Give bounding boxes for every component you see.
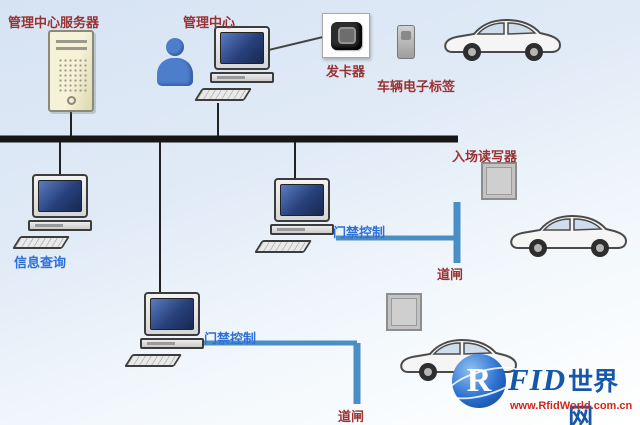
computer-case — [270, 224, 334, 235]
keyboard — [12, 236, 71, 249]
computer-case — [28, 220, 92, 231]
door-control-2-label: 门禁控制 — [204, 331, 257, 346]
door-control-1-computer-icon — [250, 178, 342, 258]
card-issuer-icon — [322, 13, 370, 58]
operator-person-icon — [157, 38, 193, 88]
monitor — [144, 292, 200, 336]
door-control-1-label: 门禁控制 — [333, 225, 386, 240]
keyboard — [254, 240, 313, 253]
issuer-pad — [338, 27, 356, 44]
keyboard — [194, 88, 253, 101]
person-torso — [157, 58, 193, 86]
screen — [150, 298, 194, 330]
person-head — [166, 38, 184, 56]
car-icon-top — [444, 18, 562, 61]
card-issuer-label: 发卡器 — [326, 64, 366, 79]
car-icon-middle — [510, 214, 628, 257]
logo-globe-icon: R — [443, 354, 525, 408]
screen — [280, 184, 324, 216]
server-power-button — [67, 96, 76, 105]
monitor — [274, 178, 330, 222]
entrance-reader-icon — [481, 162, 517, 200]
logo-url: www.RfidWorld.com.cn — [510, 400, 633, 412]
server-label: 管理中心服务器 — [8, 15, 100, 30]
entrance-reader-label: 入场读写器 — [452, 149, 518, 164]
logo-name-cjk: 世界网 — [568, 368, 619, 425]
computer-case — [140, 338, 204, 349]
vehicle-tag-label: 车辆电子标签 — [377, 79, 456, 94]
info-query-label: 信息查询 — [14, 255, 67, 270]
door-control-2-computer-icon — [120, 292, 212, 372]
computer-case — [210, 72, 274, 83]
server-vent-holes — [58, 58, 88, 92]
logo-name-latin: FID — [508, 362, 567, 397]
barrier-2-label: 道闸 — [338, 409, 365, 424]
barrier-1-label: 道闸 — [437, 267, 464, 282]
server-vent — [56, 40, 87, 43]
screen — [38, 180, 82, 212]
monitor — [214, 26, 270, 70]
server-vent — [56, 47, 87, 50]
keyboard — [124, 354, 183, 367]
screen — [220, 32, 264, 64]
mgmt-center-label: 管理中心 — [183, 15, 236, 30]
monitor — [32, 174, 88, 218]
exit-reader-icon — [386, 293, 422, 331]
server-tower-icon — [48, 30, 94, 112]
logo-name: FID 世界网 — [508, 362, 640, 425]
info-query-computer-icon — [8, 174, 100, 254]
logo-initial: R — [466, 362, 492, 399]
mgmt-center-computer-icon — [190, 26, 282, 106]
vehicle-tag-icon — [397, 25, 415, 59]
rfid-world-logo: R FID 世界网 www.RfidWorld.com.cn — [443, 352, 640, 425]
